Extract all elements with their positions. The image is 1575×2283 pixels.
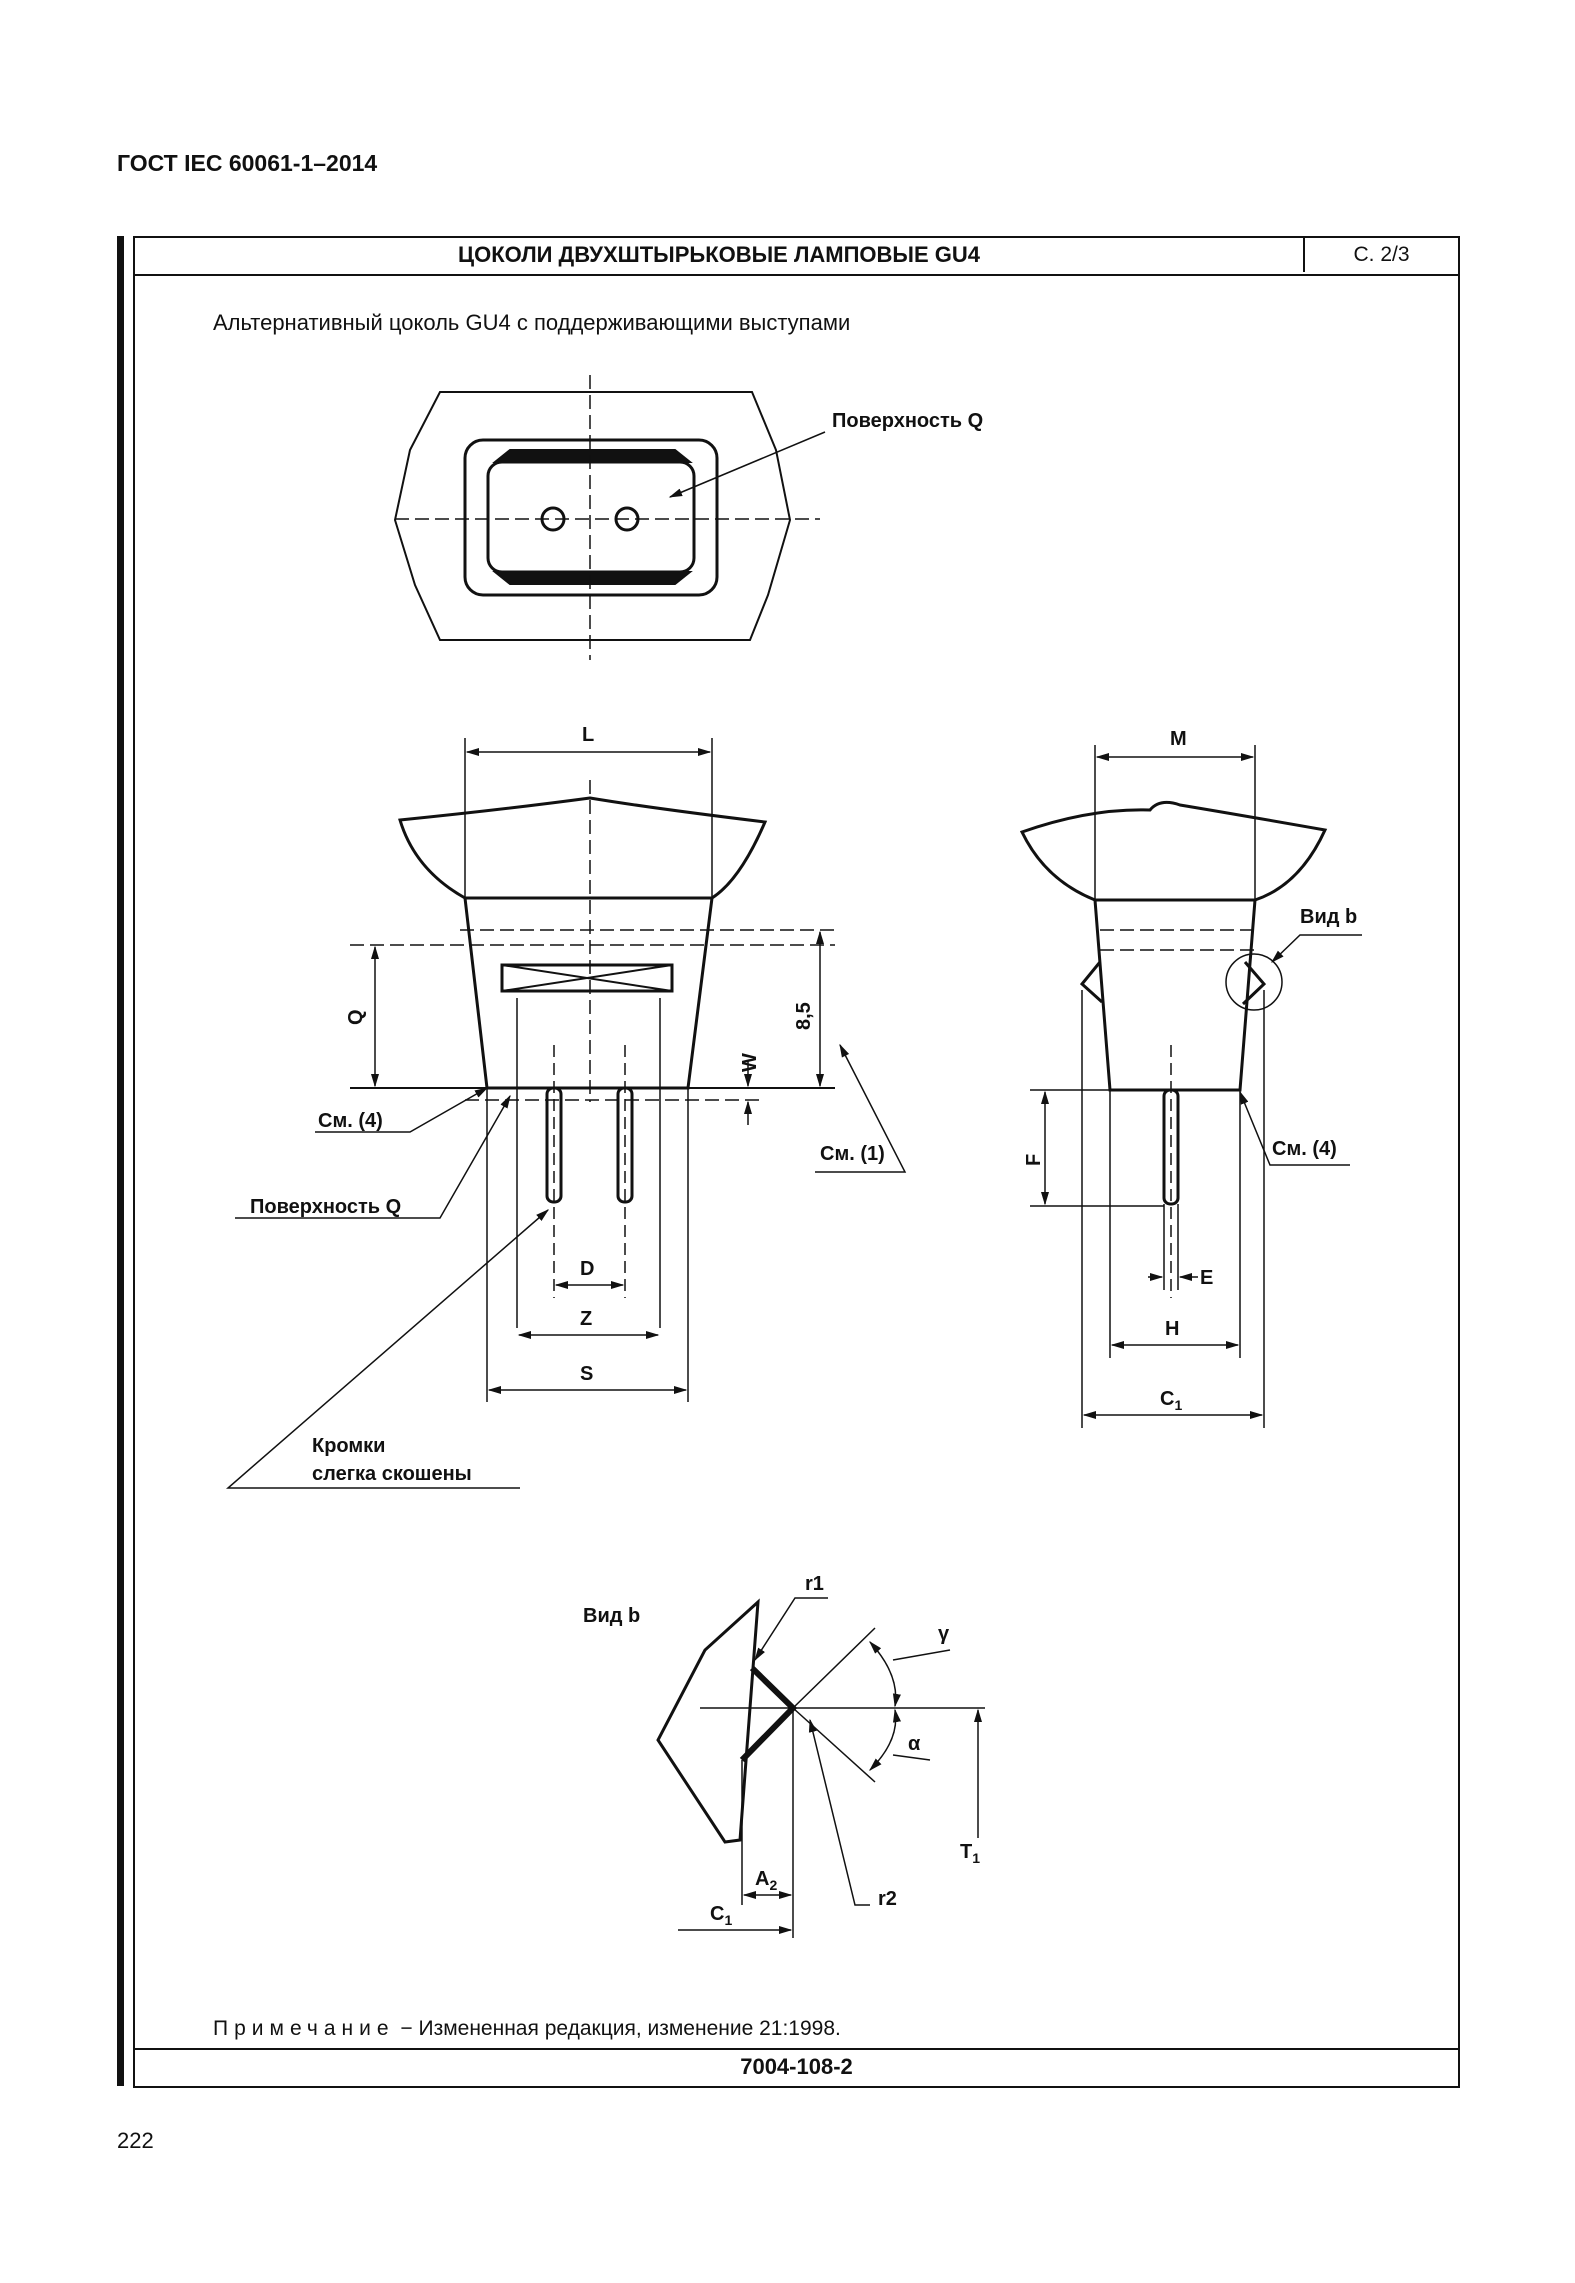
dim-Q: Q (345, 1009, 367, 1025)
label-surface-q-front: Поверхность Q (250, 1196, 401, 1218)
front-view-bulb (398, 796, 768, 900)
front-view (225, 738, 907, 1489)
side-view-base (1093, 898, 1257, 1092)
gamma-arc (869, 1641, 901, 1708)
dim-F: F (1023, 1154, 1045, 1166)
label-see-4-front: См. (4) (318, 1110, 383, 1132)
see-1-leader (815, 1043, 907, 1173)
top-view-housing (463, 438, 719, 597)
alpha-arc (869, 1708, 901, 1771)
dim-M: M (1170, 728, 1187, 750)
dim-C1-side: C1 (1160, 1388, 1182, 1413)
detail-body (656, 1598, 760, 1844)
note-label: Примечание (213, 2017, 395, 2040)
dim-C1-detail: C1 (710, 1903, 732, 1928)
top-view (393, 375, 826, 660)
surface-q-leader-front (235, 1094, 511, 1219)
dim-E: E (1200, 1267, 1213, 1289)
page-number: 222 (117, 2128, 154, 2153)
label-edges-line2: слегка скошены (312, 1463, 472, 1485)
dim-alpha: α (908, 1733, 921, 1755)
label-view-b-side: Вид b (1300, 906, 1357, 928)
dim-gamma: γ (938, 1623, 950, 1645)
dim-D: D (580, 1258, 594, 1280)
dim-A2: A2 (755, 1868, 777, 1893)
dim-H: H (1165, 1318, 1179, 1340)
margin-rule (117, 236, 124, 2086)
side-view-bulb (1019, 800, 1328, 902)
dim-Z: Z (580, 1308, 592, 1330)
dim-S: S (580, 1363, 593, 1385)
label-see-1: См. (1) (820, 1143, 885, 1165)
label-see-4-side: См. (4) (1272, 1138, 1337, 1160)
sheet-page-ref: С. 2/3 (1353, 243, 1410, 266)
dim-r1: r1 (805, 1573, 824, 1595)
title-row: ЦОКОЛИ ДВУХШТЫРЬКОВЫЕ ЛАМПОВЫЕ GU4 С. 2/… (135, 238, 1458, 276)
top-view-tab-top (492, 449, 693, 463)
dim-85: 8,5 (793, 1002, 815, 1030)
sheet-title: ЦОКОЛИ ДВУХШТЫРЬКОВЫЕ ЛАМПОВЫЕ GU4 (135, 238, 1305, 272)
side-view (1019, 745, 1362, 1428)
see-4-leader-side (1239, 1090, 1350, 1166)
sheet-frame: ЦОКОЛИ ДВУХШТЫРЬКОВЫЕ ЛАМПОВЫЕ GU4 С. 2/… (133, 236, 1460, 2088)
dim-T1: T1 (960, 1841, 980, 1866)
r2-leader (808, 1718, 870, 1906)
surface-q-leader (668, 431, 826, 498)
side-view-lug-right (1241, 961, 1267, 1006)
document-header: ГОСТ IEC 60061-1–2014 (117, 150, 378, 176)
top-view-tab-bottom (492, 571, 693, 585)
dim-W: W (739, 1053, 761, 1072)
top-view-outline (393, 391, 792, 641)
view-b-leader (1271, 934, 1362, 963)
front-view-recess (500, 963, 674, 993)
label-surface-q-top: Поверхность Q (832, 410, 983, 432)
sheet-subtitle: Альтернативный цоколь GU4 с поддерживающ… (213, 310, 851, 335)
note: Примечание − Измененная редакция, измене… (213, 2017, 841, 2041)
dim-r2: r2 (878, 1888, 897, 1910)
edges-leader (225, 1209, 550, 1489)
label-view-b-detail: Вид b (583, 1605, 640, 1627)
r1-leader (754, 1597, 828, 1662)
side-view-lug-left (1079, 961, 1104, 1004)
top-view-inner (486, 460, 696, 574)
note-text: − Измененная редакция, изменение 21:1998… (394, 2017, 841, 2040)
view-b-circle (1225, 953, 1283, 1011)
sheet-number: 7004-108-2 (135, 2048, 1458, 2086)
dim-L: L (582, 724, 594, 746)
view-b-detail (656, 1597, 985, 1938)
front-view-base (463, 896, 714, 1090)
label-edges-line1: Кромки (312, 1435, 385, 1457)
see-4-leader-front (315, 1087, 489, 1133)
